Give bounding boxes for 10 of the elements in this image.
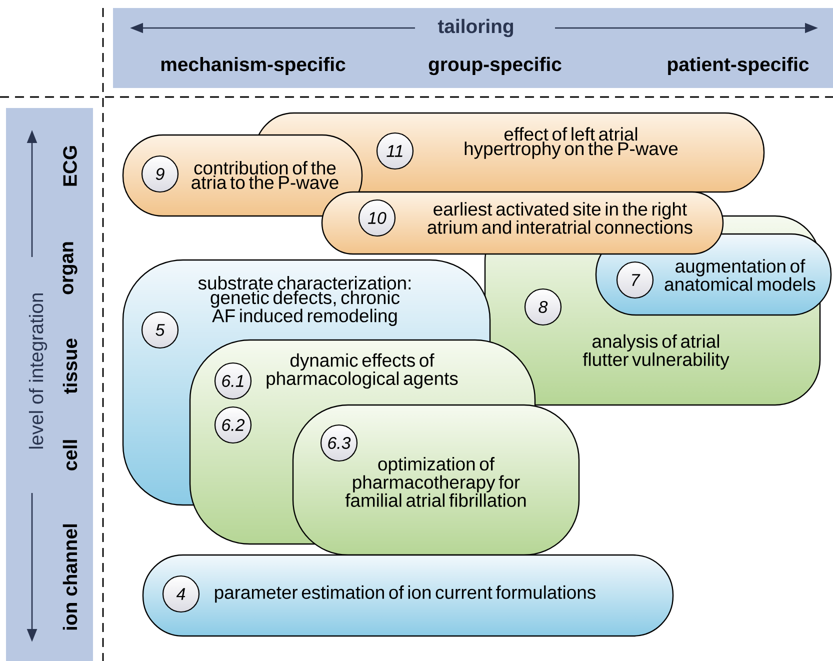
axis-label: organ bbox=[62, 242, 78, 294]
axis-label: tissue bbox=[62, 338, 78, 394]
axis-label: ECG bbox=[63, 146, 77, 186]
axis-label: cell bbox=[62, 440, 78, 470]
axis-label: ion channel bbox=[62, 524, 78, 630]
axis-title: tailoring bbox=[438, 18, 514, 38]
axis-label: group-specific bbox=[428, 56, 562, 76]
axis-title: level of integration bbox=[28, 293, 48, 449]
axis-label: mechanism-specific bbox=[161, 56, 346, 76]
axis-label: patient-specific bbox=[668, 56, 809, 76]
